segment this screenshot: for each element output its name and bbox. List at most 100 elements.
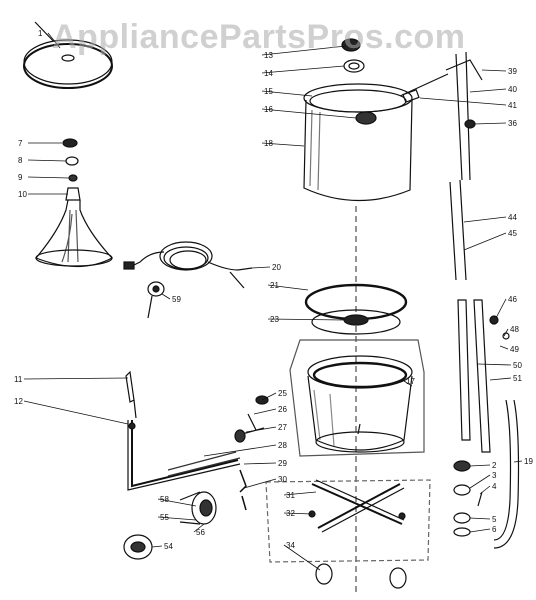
callout-leader (481, 69, 507, 72)
callout-leader (469, 517, 491, 520)
callout-number: 40 (508, 85, 517, 94)
callout-number: 3 (492, 471, 497, 480)
power-cord-part (123, 241, 253, 319)
callout-number: 9 (18, 173, 23, 182)
callout-number: 23 (270, 315, 279, 324)
callout-leader (251, 266, 271, 269)
callout-leader (489, 377, 512, 381)
callout-number: 30 (278, 475, 287, 484)
callout-leader (243, 478, 277, 489)
callout-number: 44 (508, 213, 517, 222)
callout-number: 55 (160, 513, 169, 522)
callout-leader (261, 90, 313, 97)
callout-number: 19 (524, 457, 533, 466)
callout-number: 20 (272, 263, 281, 272)
callout-leader (267, 284, 309, 291)
callout-leader (157, 498, 197, 507)
callout-number: 28 (278, 441, 287, 450)
callout-number: 29 (278, 459, 287, 468)
callout-number: 56 (196, 528, 205, 537)
callout-number: 7 (18, 139, 23, 148)
callout-number: 36 (508, 119, 517, 128)
callout-leader (495, 298, 507, 319)
callout-number: 32 (286, 509, 295, 518)
callout-leader (513, 460, 523, 463)
drive-shaft-linkage (125, 370, 241, 491)
callout-number: 45 (508, 229, 517, 238)
callout-number: 17 (406, 377, 415, 386)
callout-leader (469, 464, 491, 467)
callout-number: 5 (492, 515, 497, 524)
callout-number: 39 (508, 67, 517, 76)
callout-leader (261, 142, 305, 147)
callout-number: 58 (160, 495, 169, 504)
watermark-text: AppliancePartsPros.com (52, 18, 466, 56)
callout-leader (23, 400, 129, 425)
callout-number: 41 (508, 101, 517, 110)
callout-number: 21 (270, 281, 279, 290)
callout-leader (245, 426, 277, 433)
callout-number: 48 (510, 325, 519, 334)
agitator-assembly (34, 138, 113, 267)
callout-leader (23, 377, 129, 380)
callout-leader (469, 528, 491, 533)
callout-number: 16 (264, 105, 273, 114)
callout-number: 13 (264, 51, 273, 60)
callout-number: 12 (14, 397, 23, 406)
callout-leader (261, 392, 277, 401)
right-side-hoses (399, 51, 520, 549)
callout-leader (419, 97, 507, 106)
callout-leader (193, 523, 205, 533)
callout-leader (503, 328, 509, 337)
callout-number: 49 (510, 345, 519, 354)
callout-number: 1 (38, 29, 43, 38)
callout-leader (283, 544, 321, 571)
callout-number: 25 (278, 389, 287, 398)
callout-leader (203, 444, 277, 457)
callout-leader (473, 122, 507, 125)
callout-number: 18 (264, 139, 273, 148)
callout-number: 6 (492, 525, 497, 534)
lid-disc-part (23, 21, 113, 89)
callout-number: 26 (278, 405, 287, 414)
callout-leader (161, 293, 171, 300)
callout-leader (253, 408, 277, 415)
callout-number: 11 (14, 375, 23, 384)
callout-leader (463, 232, 507, 251)
callout-labels: 1131415161878910205921231112252627282930… (14, 29, 533, 551)
callout-leader (261, 65, 345, 74)
callout-number: 31 (286, 491, 295, 500)
callout-number: 50 (513, 361, 522, 370)
callout-number: 51 (513, 374, 522, 383)
callout-number: 59 (172, 295, 181, 304)
callout-leader (47, 32, 61, 49)
callout-leader (157, 516, 197, 521)
callout-leader (261, 108, 357, 119)
callout-leader (27, 176, 70, 179)
callout-number: 2 (492, 461, 497, 470)
callout-leader (261, 45, 347, 56)
callout-leader (469, 88, 507, 93)
callout-number: 34 (286, 541, 295, 550)
callout-leader (477, 363, 512, 366)
callout-number: 10 (18, 190, 27, 199)
callout-leader (151, 545, 163, 548)
callout-number: 8 (18, 156, 23, 165)
callout-number: 4 (492, 482, 497, 491)
callout-leader (283, 491, 317, 496)
callout-leader (243, 462, 277, 465)
callout-number: 46 (508, 295, 517, 304)
callout-number: 27 (278, 423, 287, 432)
callout-leader (469, 474, 491, 489)
callout-leader (499, 345, 509, 350)
callout-leader (267, 318, 345, 321)
callout-leader-lines (23, 32, 523, 571)
callout-number: 15 (264, 87, 273, 96)
callout-number: 14 (264, 69, 273, 78)
callout-leader (463, 216, 507, 223)
callout-leader (27, 159, 67, 162)
callout-leader (283, 512, 313, 515)
inner-basket-part (289, 339, 425, 457)
callout-leader (479, 485, 491, 495)
